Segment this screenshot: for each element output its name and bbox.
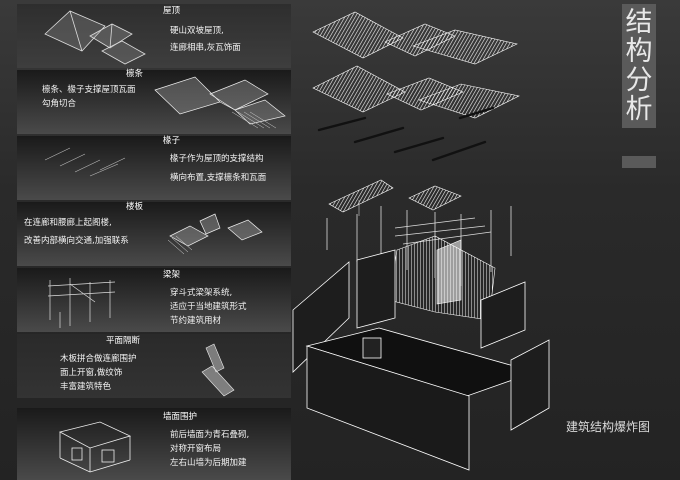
caption-roof-line2: 连廊相串,灰瓦饰面: [170, 43, 241, 53]
roof-layer: [312, 11, 518, 65]
caption-frame-line2: 适应于当地建筑形式: [170, 302, 247, 312]
label-frame: 梁架: [163, 270, 181, 280]
title-accent-bar: [622, 156, 656, 168]
caption-wall: 前后墙面为青石叠砌, 对称开窗布局 左右山墙为后期加建: [170, 428, 249, 470]
exploded-diagram: [292, 11, 550, 471]
panel-rafter: [17, 136, 291, 200]
caption-partition: 木板拼合做连廊围护 面上开窗,做纹饰 丰富建筑特色: [60, 352, 137, 394]
partition-layer: [388, 235, 496, 321]
label-partition: 平面隔断: [106, 336, 141, 346]
rafter-thumbnail: [44, 147, 126, 177]
diagram-caption: 建筑结构爆炸图: [566, 420, 651, 434]
caption-floor-line2: 改善内部横向交通,加强联系: [24, 236, 129, 246]
panel-roof: [17, 4, 291, 68]
caption-partition-line3: 丰富建筑特色: [60, 382, 112, 392]
caption-rafter-line2: 横向布置,支撑檩条和瓦面: [170, 173, 267, 183]
purlin-layer: [312, 65, 520, 119]
caption-partition-line2: 面上开窗,做纹饰: [60, 368, 123, 378]
caption-purlin: 檩条、椽子支撑屋顶瓦面 勾角切合: [42, 83, 136, 111]
caption-floor-line1: 在连廊和腰廊上起阁楼,: [24, 218, 112, 228]
caption-frame-line3: 节约建筑用材: [170, 316, 222, 326]
caption-frame-line1: 穿斗式梁架系统,: [170, 288, 233, 298]
caption-purlin-line2: 勾角切合: [42, 99, 77, 109]
panel-floor: [17, 202, 291, 266]
panel-frame: [17, 268, 291, 332]
caption-floor: 在连廊和腰廊上起阁楼, 改善内部横向交通,加强联系: [24, 216, 129, 248]
panel-purlin: [17, 70, 291, 134]
caption-roof: 硬山双坡屋顶, 连廊相串,灰瓦饰面: [170, 24, 241, 55]
caption-rafter: 椽子作为屋顶的支撑结构 横向布置,支撑檩条和瓦面: [170, 152, 266, 185]
partition-thumbnail: [201, 343, 235, 397]
page-title: 结构分析: [625, 7, 653, 125]
frame-thumbnail: [47, 278, 116, 328]
label-rafter: 椽子: [163, 136, 181, 146]
caption-purlin-line1: 檩条、椽子支撑屋顶瓦面: [42, 85, 136, 95]
caption-wall-line2: 对称开窗布局: [170, 444, 222, 454]
label-roof: 屋顶: [163, 6, 181, 16]
frame-layer: [326, 206, 512, 286]
caption-wall-line3: 左右山墙为后期加建: [170, 458, 247, 468]
rafter-layer: [317, 106, 495, 162]
caption-wall-line1: 前后墙面为青石叠砌,: [170, 430, 250, 440]
floor-layer: [328, 179, 462, 216]
floor-thumbnail: [167, 213, 263, 255]
panel-partition: [17, 334, 291, 398]
panel-wall: [17, 408, 291, 480]
caption-roof-line1: 硬山双坡屋顶,: [170, 26, 224, 36]
label-purlin: 檩条: [126, 69, 144, 79]
label-wall: 墙面围护: [163, 412, 198, 422]
wall-layer: [292, 249, 550, 471]
title-box: [622, 4, 656, 128]
caption-partition-line1: 木板拼合做连廊围护: [60, 354, 137, 364]
caption-frame: 穿斗式梁架系统, 适应于当地建筑形式 节约建筑用材: [170, 286, 247, 328]
wall-thumbnail: [58, 421, 132, 473]
purlin-thumbnail: [154, 76, 286, 129]
roof-thumbnail: [44, 10, 146, 65]
caption-rafter-line1: 椽子作为屋顶的支撑结构: [170, 154, 264, 164]
label-floor: 楼板: [126, 202, 144, 212]
